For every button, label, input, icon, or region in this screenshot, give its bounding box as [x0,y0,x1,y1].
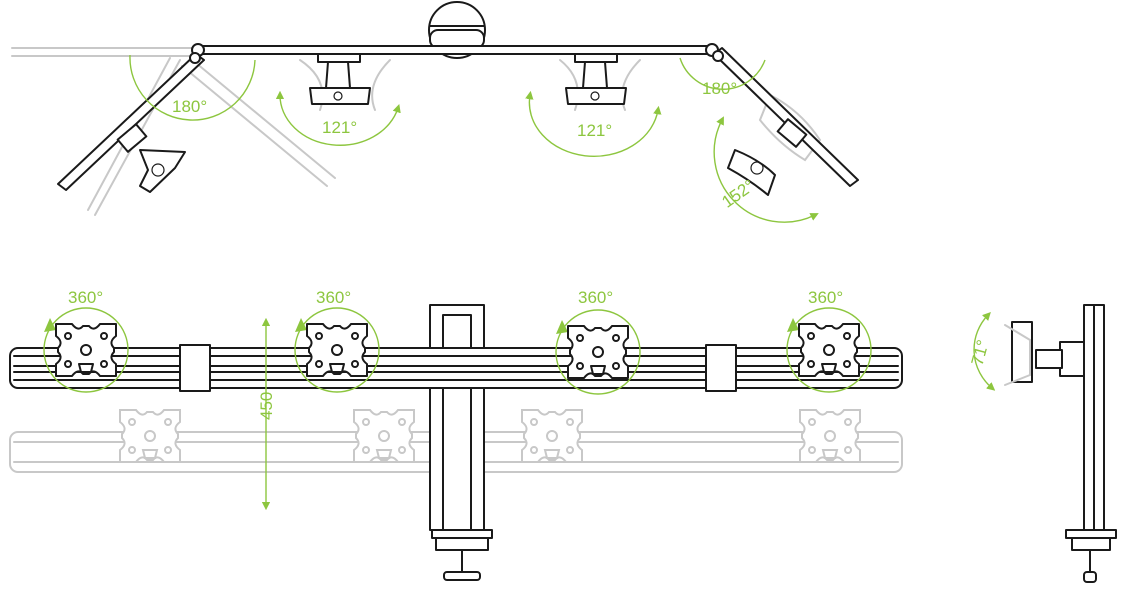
front-pole [429,304,493,581]
front-mount-2 [294,307,380,393]
front-mount-3 [555,309,641,395]
side-bar-section [1059,341,1085,377]
right-pivot-angle-label: 180° [702,79,737,98]
side-tilt-angle-label: 71° [968,338,993,368]
left-tilt-angle-label: 121° [322,118,357,137]
top-view: 180° 121° 121° 180° 152° [11,1,859,223]
top-right-arm [712,47,859,196]
left-tilt-arc [275,90,401,146]
front-view: 360° 360° 360° 360° 450 [9,288,903,581]
right-swivel-arc [713,116,819,223]
top-crossbar [191,43,719,57]
rotation-label-1: 360° [68,288,103,307]
front-crossbar [9,344,903,392]
height-dimension-label: 450 [257,392,276,420]
right-tilt-angle-label: 121° [577,121,612,140]
front-mount-4 [786,307,872,393]
side-tilt-arc [973,311,996,391]
rotation-label-4: 360° [808,288,843,307]
left-pivot-arc [129,54,256,121]
side-view: 71° [968,304,1117,583]
rotation-label-2: 360° [316,288,351,307]
side-vesa-plate [1011,321,1033,383]
right-pivot-arc [679,57,766,90]
rotation-label-3: 360° [578,288,613,307]
left-pivot-angle-label: 180° [172,97,207,116]
pole-top-cap [428,1,486,59]
top-left-arm [57,52,205,193]
front-mount-1 [43,307,129,393]
right-tilt-arc [525,90,662,158]
